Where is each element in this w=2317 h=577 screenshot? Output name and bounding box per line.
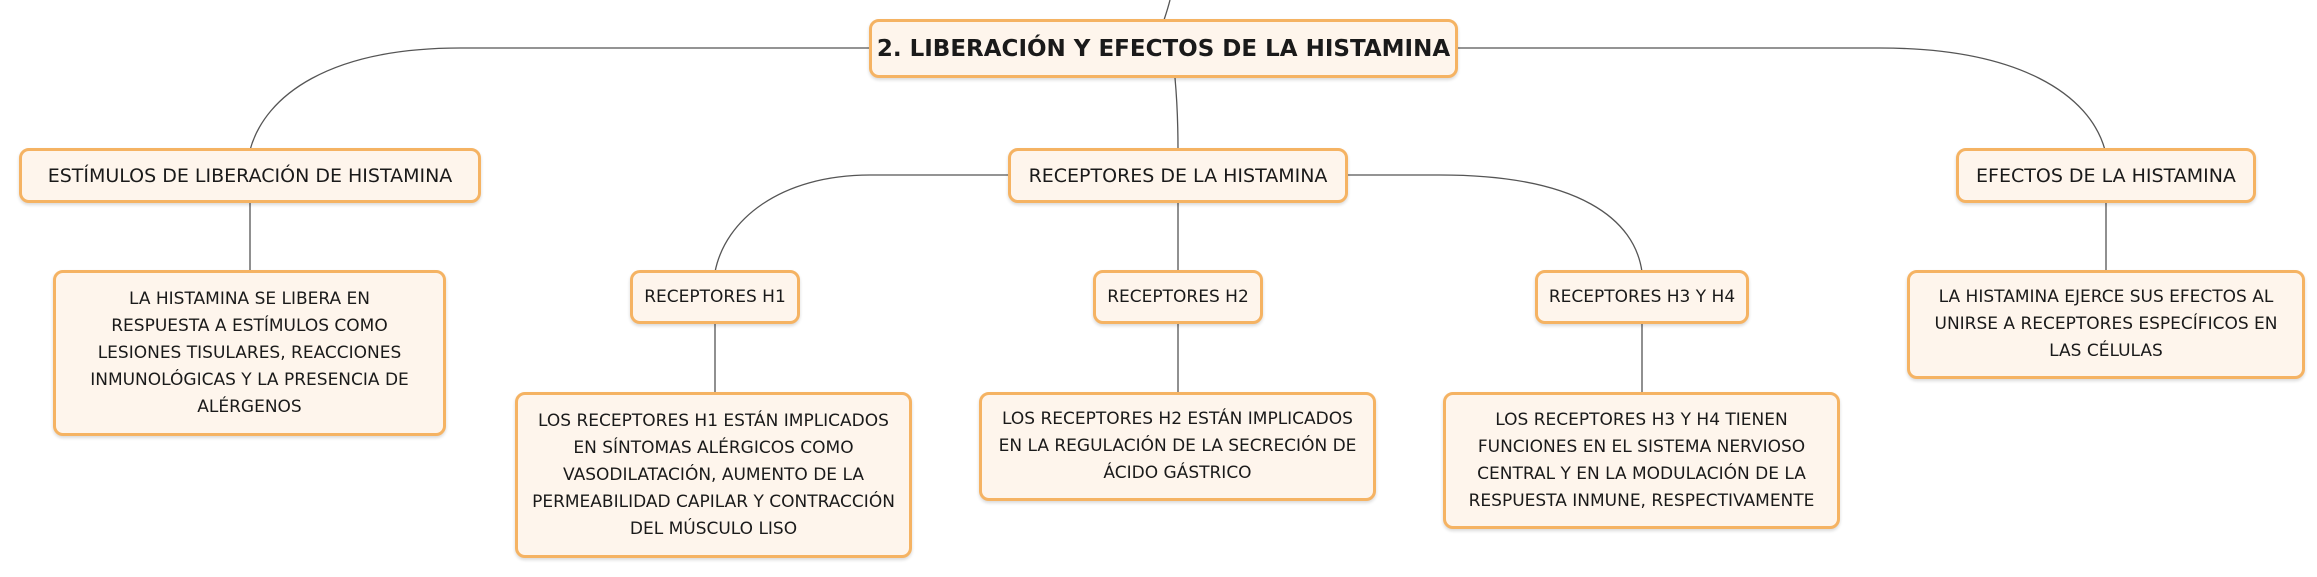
stimuli-node-label: ESTÍMULOS DE LIBERACIÓN DE HISTAMINA [47,164,453,187]
connector-root-to-receptors [1174,77,1179,151]
effects-detail-text: LA HISTAMINA EJERCE SUS EFECTOS AL UNIRS… [1934,287,2278,361]
connector-root-to-effects [1458,47,2106,151]
h2-detail-node[interactable]: LOS RECEPTORES H2 ESTÁN IMPLICADOS EN LA… [979,392,1376,501]
connector-root-to-stimuli [249,47,869,151]
root-node[interactable]: 2. LIBERACIÓN Y EFECTOS DE LA HISTAMINA [869,19,1458,78]
effects-detail-node[interactable]: LA HISTAMINA EJERCE SUS EFECTOS AL UNIRS… [1907,270,2305,379]
receptors-node-label: RECEPTORES DE LA HISTAMINA [1028,164,1328,187]
stimuli-detail-node[interactable]: LA HISTAMINA SE LIBERA EN RESPUESTA A ES… [53,270,446,436]
connector-receptors-to-h3h4 [1348,174,1643,273]
connector-parent-to-root [1163,0,1171,21]
h3h4-node-label: RECEPTORES H3 Y H4 [1548,287,1736,307]
effects-node-label: EFECTOS DE LA HISTAMINA [1976,164,2236,187]
h1-detail-text: LOS RECEPTORES H1 ESTÁN IMPLICADOS EN SÍ… [532,410,895,539]
connector-receptors-to-h1 [714,174,1008,273]
h2-detail-text: LOS RECEPTORES H2 ESTÁN IMPLICADOS EN LA… [998,409,1357,483]
h3h4-node[interactable]: RECEPTORES H3 Y H4 [1535,270,1749,324]
h1-detail-node[interactable]: LOS RECEPTORES H1 ESTÁN IMPLICADOS EN SÍ… [515,392,912,558]
stimuli-detail-text: LA HISTAMINA SE LIBERA EN RESPUESTA A ES… [90,288,409,417]
h2-node[interactable]: RECEPTORES H2 [1093,270,1263,324]
root-node-label: 2. LIBERACIÓN Y EFECTOS DE LA HISTAMINA [876,35,1451,62]
effects-node[interactable]: EFECTOS DE LA HISTAMINA [1956,148,2256,203]
stimuli-node[interactable]: ESTÍMULOS DE LIBERACIÓN DE HISTAMINA [19,148,481,203]
h1-node-label: RECEPTORES H1 [644,287,786,307]
h1-node[interactable]: RECEPTORES H1 [630,270,800,324]
receptors-node[interactable]: RECEPTORES DE LA HISTAMINA [1008,148,1348,203]
h3h4-detail-node[interactable]: LOS RECEPTORES H3 Y H4 TIENEN FUNCIONES … [1443,392,1840,529]
h2-node-label: RECEPTORES H2 [1107,287,1249,307]
h3h4-detail-text: LOS RECEPTORES H3 Y H4 TIENEN FUNCIONES … [1468,409,1815,511]
